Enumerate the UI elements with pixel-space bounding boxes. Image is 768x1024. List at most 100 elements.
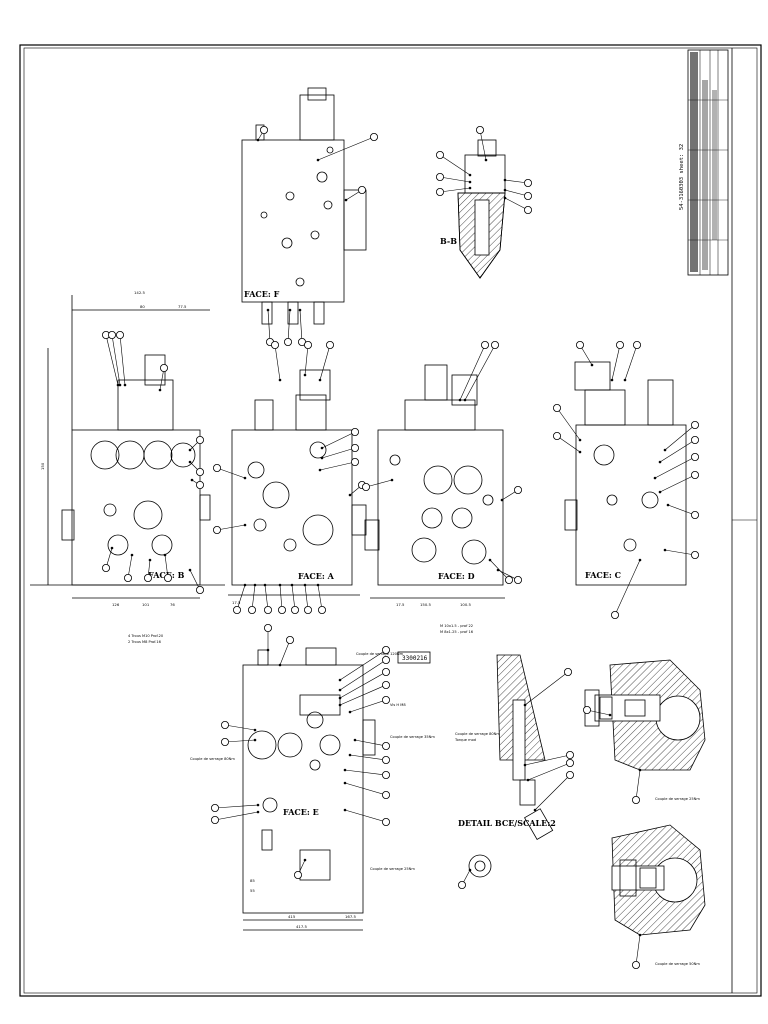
leader-dot <box>348 710 352 714</box>
leader-dot <box>343 808 347 812</box>
leader-dot <box>123 383 127 387</box>
face-e-label: FACE: E <box>283 807 319 817</box>
balloon <box>381 742 390 751</box>
balloon <box>210 816 219 825</box>
leader-line <box>504 197 529 211</box>
dim-b-r: 77.5 <box>178 304 187 309</box>
leader-line <box>635 934 641 966</box>
leader-dot <box>320 446 324 450</box>
section-bb-label: B-B <box>440 236 457 246</box>
balloon <box>632 961 641 970</box>
part-ref-box <box>397 651 431 664</box>
balloon <box>247 606 256 615</box>
balloon <box>195 435 204 444</box>
leader-line <box>319 344 331 381</box>
balloon <box>232 606 241 615</box>
leader-dot <box>610 378 614 382</box>
leader-line <box>664 549 696 556</box>
leader-line <box>439 187 471 193</box>
leader-line <box>664 424 696 451</box>
leader-line <box>439 176 471 183</box>
leader-line <box>105 334 119 386</box>
leader-dot <box>658 460 662 464</box>
leader-line <box>354 739 387 747</box>
balloon <box>691 420 700 429</box>
balloon <box>553 403 562 412</box>
detail-label: DETAIL BCE/SCALE:2 <box>458 818 556 828</box>
dim-d-b1: 17.5 <box>396 602 405 607</box>
leader-line <box>534 774 571 811</box>
section-detail-2 <box>611 824 706 936</box>
leader-dot <box>638 933 642 937</box>
dim-e-h1: 85 <box>250 878 255 883</box>
leader-dot <box>578 438 582 442</box>
leader-dot <box>623 378 627 382</box>
balloon <box>159 363 168 372</box>
leader-dot <box>523 763 527 767</box>
leader-dot <box>316 158 320 162</box>
leader-dot <box>666 503 670 507</box>
balloon <box>566 771 575 780</box>
leader-line <box>365 479 393 488</box>
balloon <box>220 738 229 747</box>
dim-e-w: 415 <box>288 914 296 919</box>
leader-line <box>339 671 387 699</box>
torque-e-bottom: Couple de serrage 25Nm <box>370 867 415 871</box>
leader-dot <box>253 583 257 587</box>
dim-a-b1: 17.5 <box>232 600 241 605</box>
leader-dot <box>638 558 642 562</box>
face-c-label: FACE: C <box>585 570 621 580</box>
leader-dot <box>503 178 507 182</box>
leader-dot <box>278 378 282 382</box>
dim-e-tot: 417.5 <box>296 924 307 929</box>
leader-dot <box>243 583 247 587</box>
leader-dot <box>303 583 307 587</box>
leader-line <box>659 439 696 463</box>
balloon <box>369 132 378 141</box>
balloon <box>457 881 466 890</box>
balloon <box>381 646 390 655</box>
leader-line <box>489 559 510 581</box>
view-face-c <box>564 361 687 586</box>
balloon <box>303 340 312 349</box>
balloon <box>576 340 585 349</box>
leader-dot <box>263 583 267 587</box>
balloon <box>583 706 592 715</box>
balloon <box>116 330 125 339</box>
torque-e-left: Couple de serrage 80Nm <box>190 757 235 761</box>
dim-b-top: 142.5 <box>134 290 145 295</box>
leader-dot <box>316 583 320 587</box>
leader-dot <box>158 388 162 392</box>
leader-dot <box>338 703 342 707</box>
balloon <box>381 818 390 827</box>
screw-note: Vis H M8 <box>390 703 406 707</box>
leader-line <box>291 584 296 611</box>
leader-dot <box>468 186 472 190</box>
leader-dot <box>303 373 307 377</box>
balloon <box>381 656 390 665</box>
detail-view <box>468 654 554 878</box>
leader-dot <box>343 781 347 785</box>
face-a-label: FACE: A <box>298 571 335 581</box>
leader-dot <box>243 523 247 527</box>
face-d-label: FACE: D <box>438 571 475 581</box>
leader-dot <box>266 308 270 312</box>
balloon <box>524 178 533 187</box>
leader-line <box>299 309 303 343</box>
balloon <box>691 510 700 519</box>
leader-line <box>659 474 696 493</box>
leader-line <box>267 309 271 343</box>
view-face-b <box>30 295 225 599</box>
balloon <box>195 467 204 476</box>
leader-line <box>667 504 696 516</box>
leader-dot <box>190 478 194 482</box>
balloon <box>566 751 575 760</box>
balloon-callouts <box>102 126 700 970</box>
drawing-number: 54-3160303 sheet: 32 <box>679 144 685 210</box>
thread-note-3: M 10x1.5 - prof 22 <box>440 624 473 628</box>
leader-dot <box>468 173 472 177</box>
leader-dot <box>266 648 270 652</box>
leader-line <box>119 334 126 386</box>
leader-dot <box>343 768 347 772</box>
